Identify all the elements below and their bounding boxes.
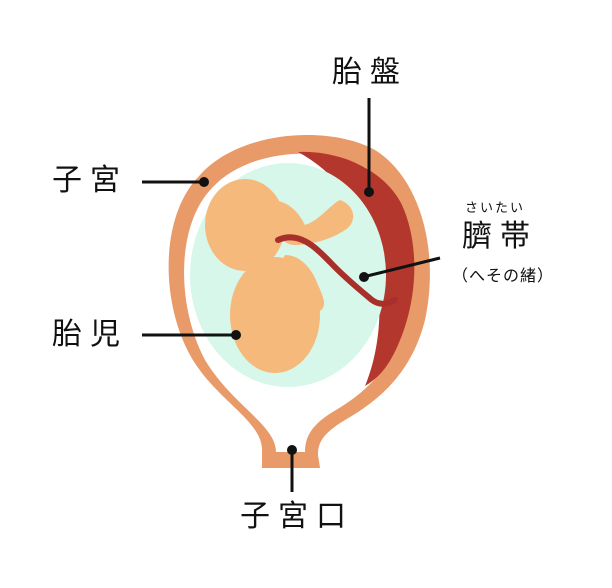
leader-placenta-dot [364, 187, 374, 197]
fetus-foot [286, 290, 309, 314]
fetus [205, 179, 354, 373]
placenta [298, 151, 415, 386]
label-placenta: 胎盤 [332, 55, 408, 90]
leader-uterus-dot [199, 177, 209, 187]
umbilical-cord [275, 234, 398, 307]
leader-lines [142, 98, 441, 492]
label-fetus: 胎児 [52, 317, 128, 352]
fetus-leg [282, 255, 325, 313]
leader-umbilical-cord-dot [359, 272, 369, 282]
label-cervix: 子宮口 [240, 499, 354, 534]
leader-cervix-dot [287, 445, 297, 455]
label-umbilical-cord-reading: さいたい [465, 201, 526, 216]
fetus-arm [269, 200, 354, 245]
leader-fetus-dot [231, 330, 241, 340]
label-uterus: 子宮 [52, 163, 128, 198]
fetus-head [205, 179, 285, 271]
leader-umbilical-cord [366, 256, 441, 278]
label-umbilical-cord: 臍帯 [462, 219, 538, 254]
label-umbilical-cord-note: （へその緒） [452, 266, 555, 285]
